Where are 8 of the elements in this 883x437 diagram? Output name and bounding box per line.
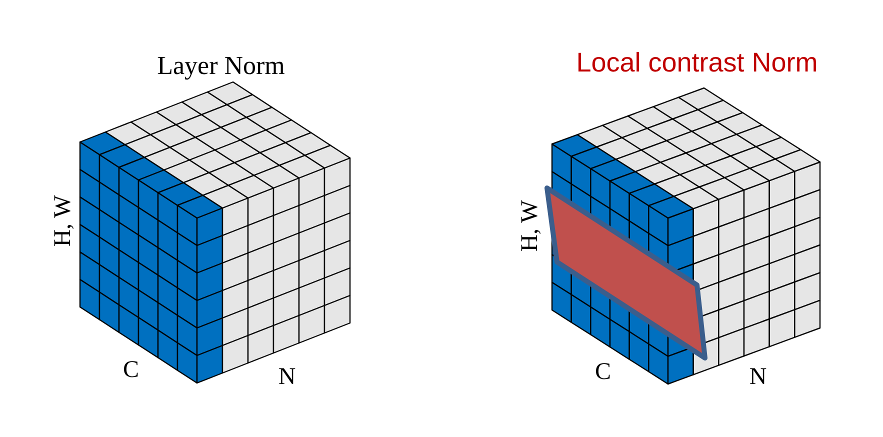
axis-label: H, W (51, 195, 75, 247)
axis-label: N (749, 365, 767, 389)
axis-label: C (595, 360, 611, 384)
heading: Layer Norm (157, 53, 285, 79)
axis-label: H, W (518, 200, 542, 252)
axis-label: N (278, 365, 296, 389)
axis-label: C (123, 358, 139, 382)
heading: Local contrast Norm (576, 50, 818, 76)
